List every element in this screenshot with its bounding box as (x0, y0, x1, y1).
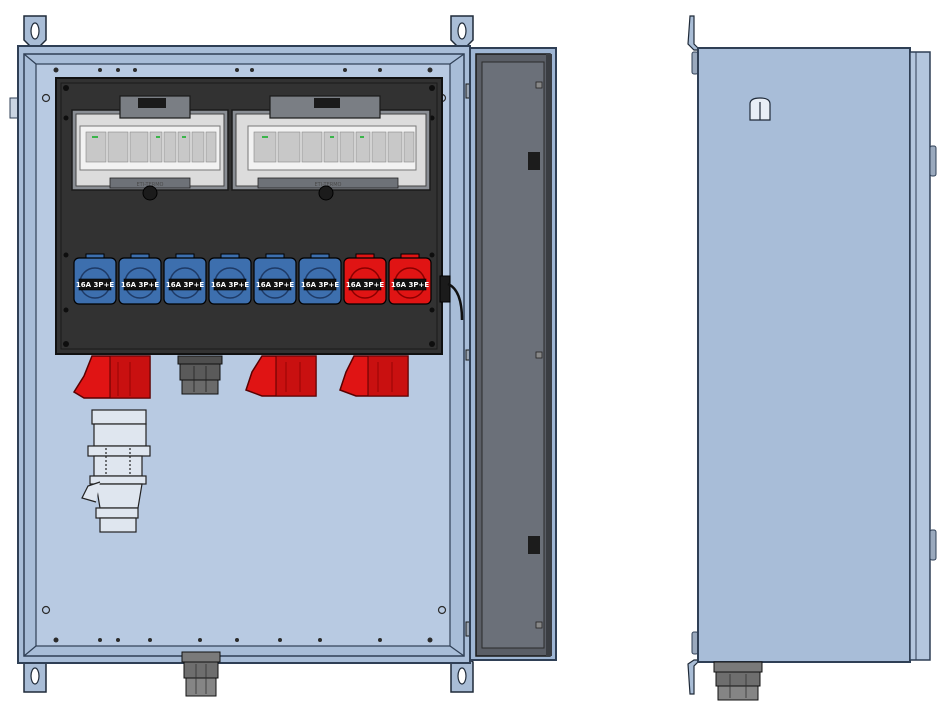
side-body (697, 47, 911, 663)
cable-clamp (439, 275, 451, 303)
mounting-lug-bottom-right (450, 655, 474, 693)
enclosure-flange (23, 53, 465, 657)
side-lock (749, 97, 771, 121)
socket-label: 16A 3P+E (346, 281, 384, 289)
socket-red-8: 16A 3P+E (388, 253, 432, 305)
socket-label: 16A 3P+E (76, 281, 114, 289)
flange-holes (53, 67, 433, 643)
socket-blue-3: 16A 3P+E (163, 253, 207, 305)
socket-blue-1: 16A 3P+E (73, 253, 117, 305)
bottom-cable-gland (181, 651, 221, 697)
side-lug-top (687, 15, 702, 51)
socket-blue-4: 16A 3P+E (208, 253, 252, 305)
socket-blue-5: 16A 3P+E (253, 253, 297, 305)
socket-blue-6: 16A 3P+E (298, 253, 342, 305)
socket-label: 16A 3P+E (391, 281, 429, 289)
side-cable-gland (713, 661, 763, 701)
side-lug-bottom (687, 659, 702, 695)
mounting-lug-top-right (450, 15, 474, 49)
breaker-panel-right: ETI-TERMO (231, 95, 431, 201)
socket-red-7: 16A 3P+E (343, 253, 387, 305)
breaker-panel-left: ETI-TERMO (71, 95, 229, 201)
socket-row: 16A 3P+E 16A 3P+E 16A 3P+E 16A 3P+E 16A 3P+E… (73, 253, 432, 305)
side-door-edge (909, 51, 931, 661)
plug-outline (81, 409, 151, 533)
breaker-panel-left-label: ETI-TERMO (137, 182, 164, 188)
socket-label: 16A 3P+E (301, 281, 339, 289)
cable-gland-plate (177, 355, 223, 395)
socket-label: 16A 3P+E (166, 281, 204, 289)
mounting-lug-top-left (23, 15, 47, 49)
red-angled-socket-1 (72, 355, 151, 399)
hinge-stub-left (9, 97, 19, 119)
socket-blue-2: 16A 3P+E (118, 253, 162, 305)
red-angled-socket-2 (245, 355, 317, 397)
socket-label: 16A 3P+E (211, 281, 249, 289)
side-view (687, 15, 937, 701)
breaker-panel-right-label: ETI-TERMO (315, 182, 342, 188)
socket-label: 16A 3P+E (121, 281, 159, 289)
open-door (469, 47, 557, 661)
red-angled-socket-3 (339, 355, 409, 397)
socket-label: 16A 3P+E (256, 281, 294, 289)
